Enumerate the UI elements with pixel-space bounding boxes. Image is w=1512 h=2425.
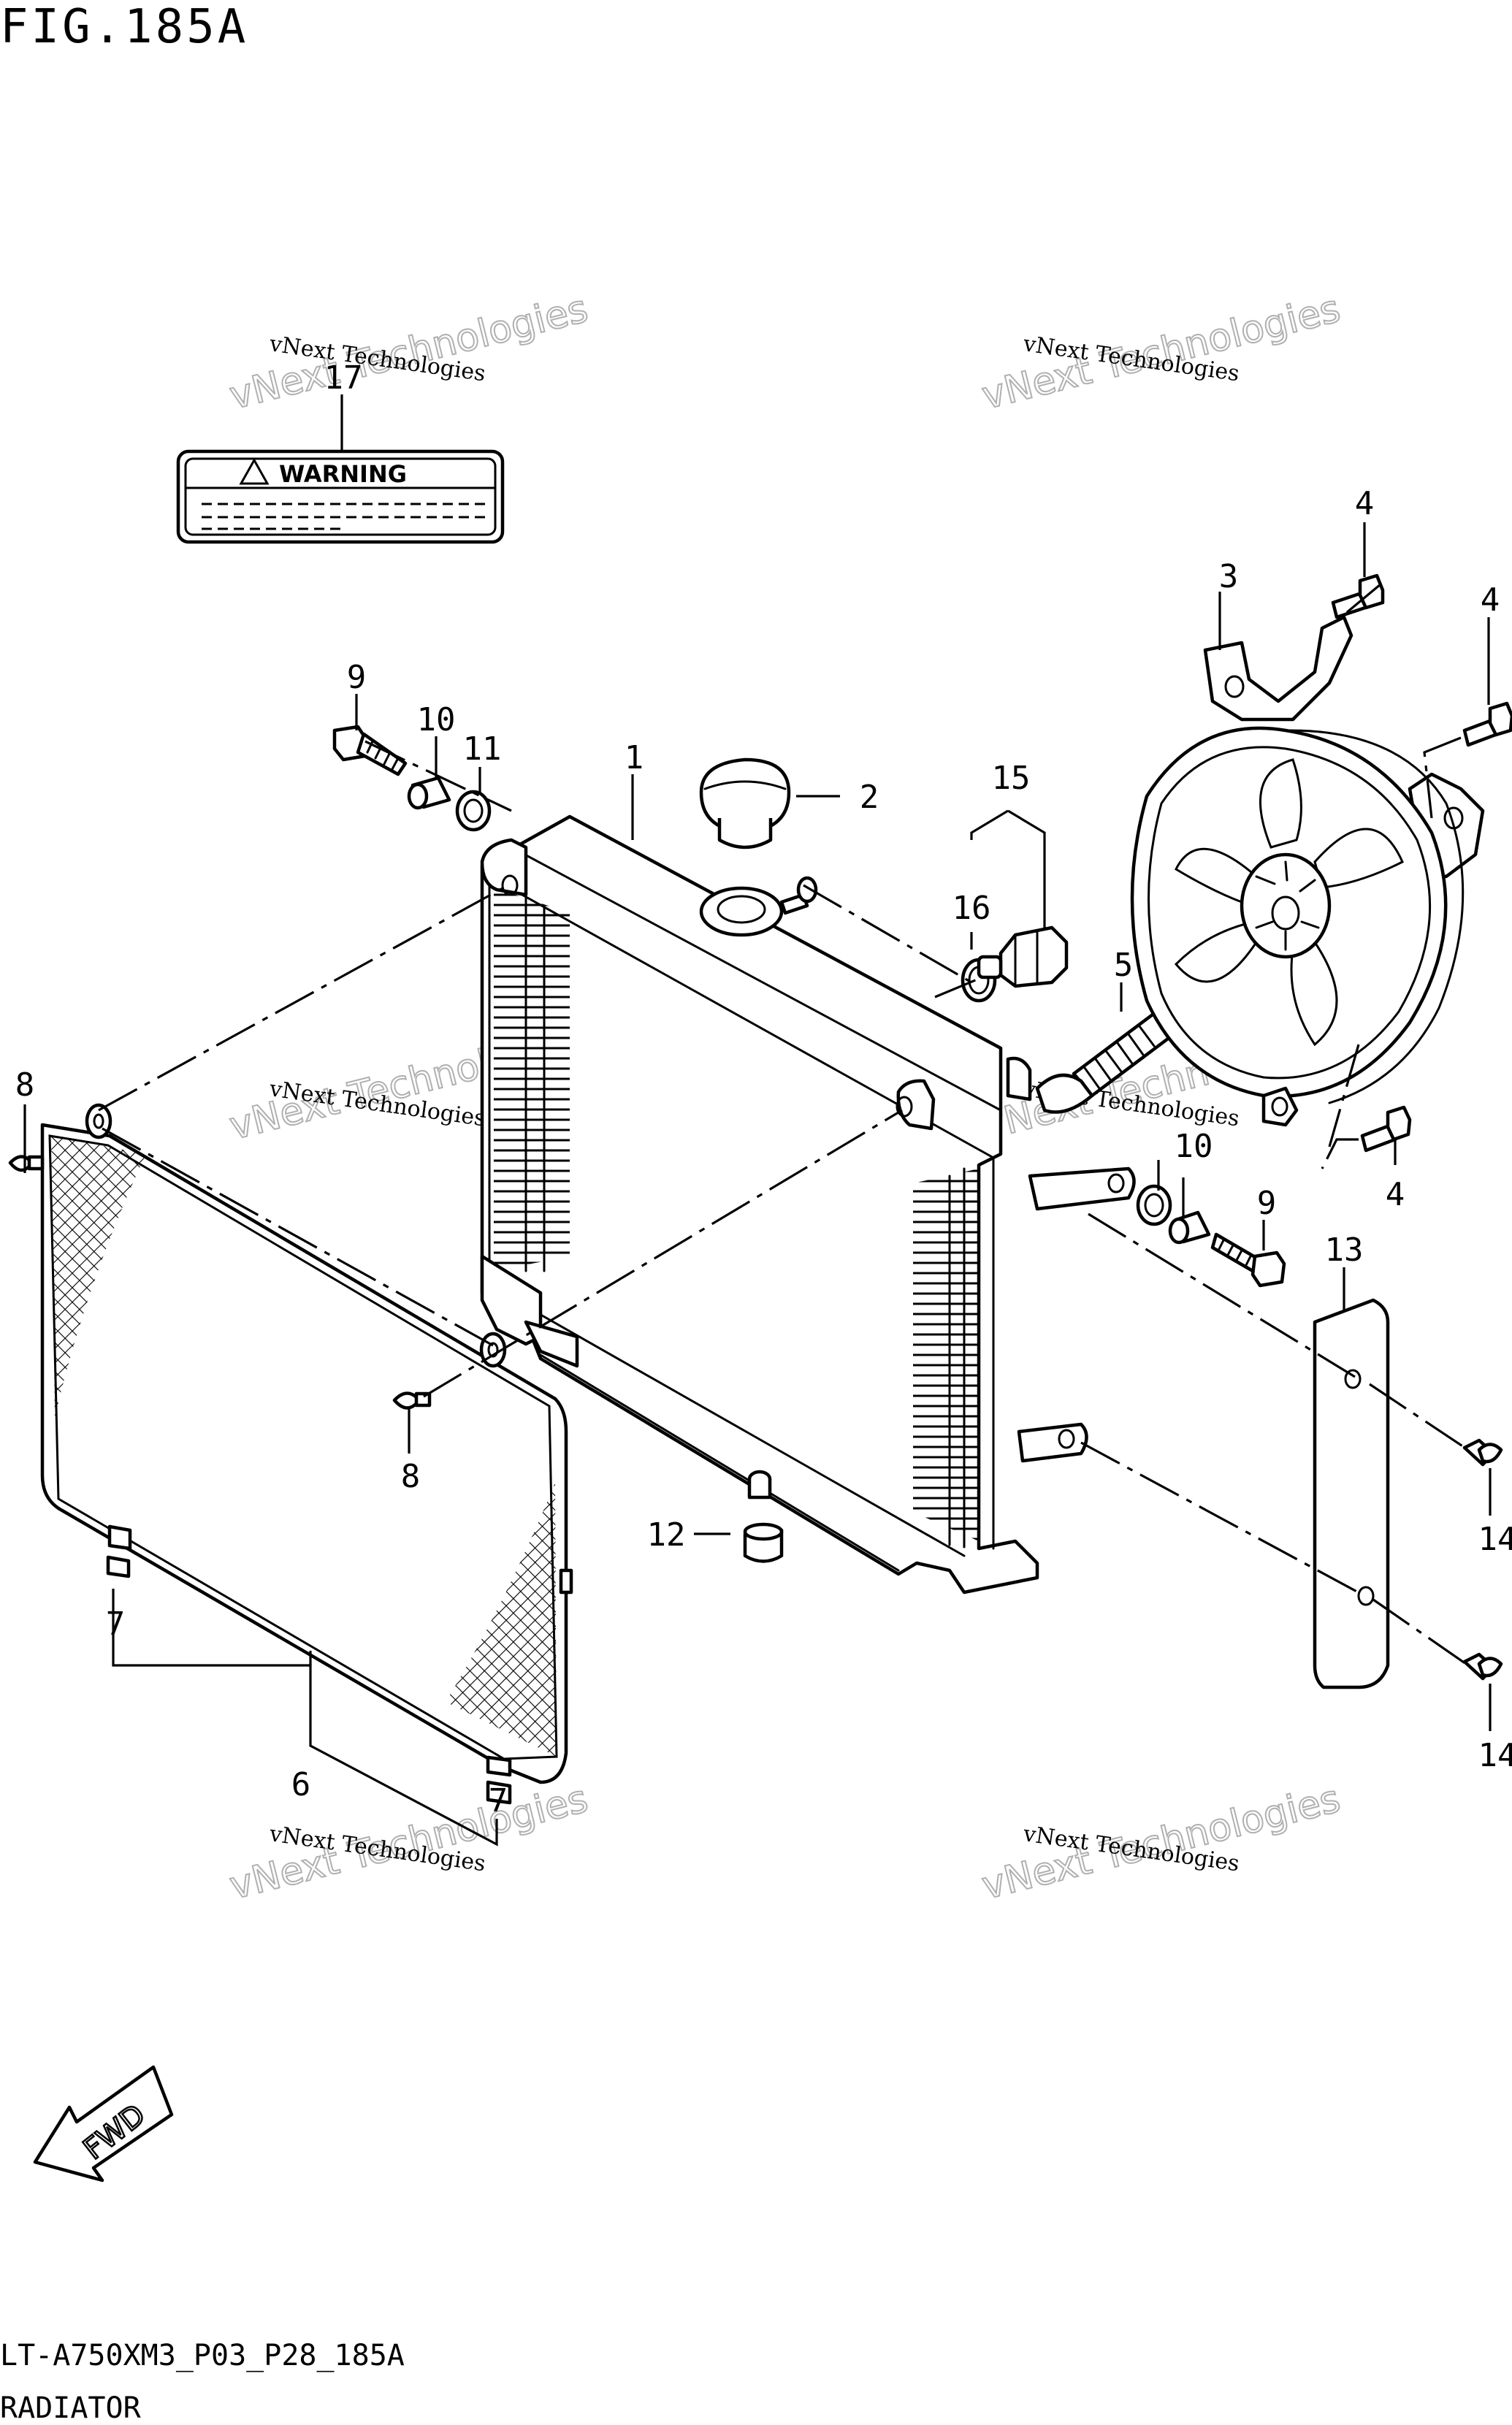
- part-15-thermo-switch: [977, 925, 1069, 988]
- diagram-name: RADIATOR: [0, 2391, 142, 2425]
- part-2-radiator-cap: [699, 757, 791, 849]
- figure-title: FIG.185A: [0, 0, 248, 54]
- part-11-grommet: [455, 790, 492, 832]
- callout-14-bottom: 14: [1478, 1737, 1512, 1774]
- part-3-cooling-fan: [1130, 615, 1485, 1127]
- part-14-clip-bottom: [1462, 1652, 1503, 1681]
- callout-2: 2: [860, 779, 879, 816]
- callout-15: 15: [992, 760, 1031, 797]
- part-12-cap: [743, 1522, 784, 1563]
- callout-5: 5: [1114, 947, 1134, 984]
- grommet-near-fan: [1136, 1184, 1172, 1226]
- callout-6: 6: [291, 1766, 311, 1803]
- part-4-bolt-top: [1331, 573, 1385, 619]
- callout-7-left: 7: [106, 1605, 126, 1643]
- part-8-screw-right: [392, 1391, 432, 1410]
- part-7-clip-left: [106, 1524, 132, 1578]
- part-6-radiator-screen: [40, 1103, 573, 1784]
- callout-1: 1: [625, 739, 644, 776]
- part-1-radiator: [480, 814, 1136, 1595]
- fwd-direction-badge: FWD: [33, 2065, 174, 2182]
- part-13-plate: [1313, 1298, 1390, 1689]
- callout-8-right: 8: [401, 1458, 421, 1495]
- part-14-clip-top: [1462, 1438, 1503, 1467]
- leader-lines: [23, 394, 1492, 1847]
- watermark-top-right: vNext Technologies vNext Technologies: [977, 286, 1345, 419]
- callout-4-bottom: 4: [1386, 1176, 1405, 1213]
- part-17-warning-label: WARNING: [176, 449, 505, 544]
- assembly-lines: [98, 583, 1469, 1667]
- part-9-bolt-left: [332, 725, 408, 776]
- callout-13: 13: [1325, 1231, 1364, 1269]
- callout-8-left: 8: [15, 1066, 35, 1104]
- diagram-code: LT-A750XM3_P03_P28_185A: [0, 2339, 405, 2372]
- part-8-screw-left: [8, 1155, 45, 1172]
- callout-4-right: 4: [1481, 581, 1500, 619]
- callout-9-left: 9: [347, 659, 367, 696]
- callout-11: 11: [463, 730, 502, 768]
- warning-triangle-icon: [239, 457, 270, 485]
- part-7-clip-right: [486, 1755, 512, 1805]
- callout-4-top: 4: [1355, 485, 1375, 522]
- callout-14-top: 14: [1478, 1521, 1512, 1558]
- callout-16: 16: [952, 890, 991, 927]
- part-4-bolt-right: [1462, 701, 1512, 747]
- watermark-bottom-right: vNext Technologies vNext Technologies: [977, 1776, 1345, 1909]
- part-9-bolt-right: [1210, 1232, 1286, 1288]
- warning-label-text: WARNING: [279, 460, 407, 488]
- callout-12: 12: [647, 1516, 686, 1554]
- callout-17: 17: [324, 359, 363, 397]
- callout-10-right: 10: [1175, 1128, 1213, 1165]
- callout-10-left: 10: [417, 701, 456, 738]
- part-10-collar-left: [407, 776, 451, 810]
- callout-3: 3: [1219, 558, 1239, 595]
- callout-7-right: 7: [489, 1782, 508, 1819]
- part-10-collar-right: [1168, 1210, 1211, 1245]
- part-4-bolt-bottom: [1360, 1105, 1412, 1153]
- filler-neck: [699, 876, 818, 937]
- callout-9-right: 9: [1257, 1185, 1277, 1222]
- watermark-top-left: vNext Technologies vNext Technologies: [225, 286, 593, 419]
